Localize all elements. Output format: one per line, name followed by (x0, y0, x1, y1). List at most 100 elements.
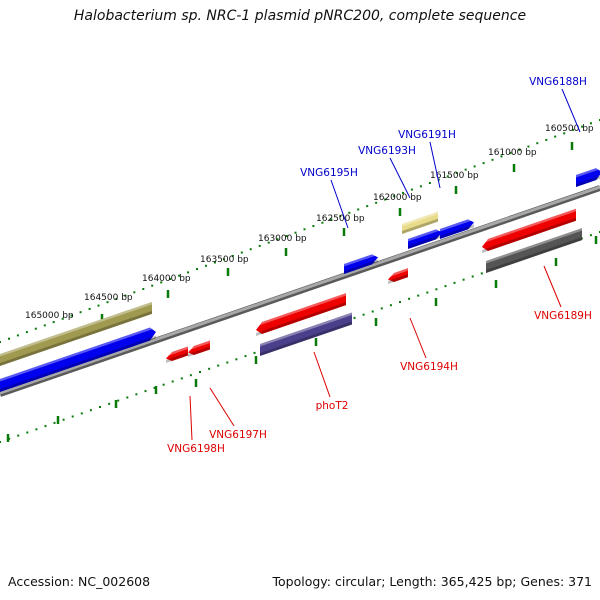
ruler-dot-inner (89, 409, 92, 412)
ruler-dot-outer (581, 125, 584, 128)
ruler-dot-outer (25, 331, 28, 334)
ruler-dot-inner (589, 234, 592, 237)
ruler-dot-outer (115, 297, 118, 300)
ruler-dot-outer (61, 317, 64, 320)
ruler-dot-outer (572, 128, 575, 131)
ruler-dot-outer (8, 337, 10, 340)
ruler-dot-inner (35, 428, 38, 431)
ruler-dot-inner (135, 393, 138, 396)
feature-VNG6193H (408, 227, 442, 249)
ruler-dot-inner (162, 383, 165, 386)
feature-VNG6198H (166, 346, 188, 363)
ruler-dot-outer (491, 158, 494, 161)
ruler-dot-inner (244, 355, 247, 358)
ruler-tick-label: 161000 bp (488, 148, 537, 158)
gene-label-VNG6194H: VNG6194H (400, 361, 458, 373)
ruler-dot-inner (71, 415, 74, 418)
ruler-dot-outer (151, 284, 154, 287)
feature-phoT2 (256, 293, 346, 336)
ruler-tick-label: 165000 bp (25, 311, 74, 321)
feature-VNG6188H (576, 166, 600, 187)
ruler-ticks (6, 142, 598, 442)
ruler-dot-inner (80, 412, 83, 415)
feature-olive (0, 301, 152, 366)
ruler-tick-label: 164000 bp (142, 274, 191, 284)
leader-phoT2 (313, 351, 331, 398)
ruler-dot-outer (527, 145, 530, 148)
ruler-dot-inner (62, 418, 65, 421)
ruler-dot-inner (99, 406, 101, 408)
ruler-tick-label: 162500 bp (316, 214, 365, 224)
ruler-dot-outer (402, 191, 404, 194)
ruler-dot-outer (133, 291, 136, 294)
ruler-dot-outer (124, 294, 127, 297)
feature-VNG6197H (188, 340, 210, 357)
ruler-dot-outer (97, 304, 100, 307)
feature-VNG6195H (344, 252, 378, 274)
ruler-dot-inner (0, 441, 1, 443)
ruler-dot-inner (362, 313, 365, 316)
ruler-dot-outer (160, 281, 163, 284)
gene-label-VNG6189H: VNG6189H (534, 310, 592, 322)
ruler-dot-outer (205, 264, 207, 267)
leader-VNG6189H (543, 265, 562, 308)
feature-gray (486, 228, 582, 273)
ruler-dot-inner (380, 307, 383, 310)
ruler-dot-outer (348, 211, 351, 214)
ruler-dot-inner (26, 431, 29, 434)
ruler-dot-outer (249, 248, 252, 251)
ruler-dot-outer (554, 135, 557, 138)
ruler-tick-label: 160500 bp (545, 124, 594, 134)
ruler-dot-inner (353, 316, 356, 319)
ruler-tick-label: 161500 bp (430, 171, 479, 181)
ruler-dot-outer (312, 225, 315, 227)
ruler-dot-inner (235, 358, 238, 361)
map-title: Halobacterium sp. NRC-1 plasmid pNRC200,… (73, 8, 527, 24)
sequence-backbone (0, 185, 600, 397)
ruler-dot-inner (17, 434, 20, 437)
ruler-dot-outer (563, 132, 566, 135)
ruler-dot-inner (153, 386, 156, 389)
gene-label-VNG6195H: VNG6195H (300, 167, 358, 179)
leader-VNG6197H (209, 387, 235, 427)
gene-labels: VNG6188HVNG6191HVNG6193HVNG6195HVNG6189H… (167, 76, 592, 455)
ruler-dot-inner (199, 371, 201, 373)
leader-VNG6193H (389, 157, 411, 199)
ruler-dot-inner (462, 278, 465, 281)
feature-forward-long (0, 325, 156, 392)
ruler-dot-outer (178, 274, 181, 277)
ruler-dot-outer (142, 288, 145, 290)
ruler-tick-label: 163000 bp (258, 234, 307, 244)
gene-label-phoT2: phoT2 (316, 400, 349, 412)
ruler-tick-label: 163500 bp (200, 255, 249, 265)
ruler-dot-inner (426, 291, 429, 294)
ruler-dot-outer (231, 254, 234, 257)
feature-purple (260, 312, 352, 356)
ruler-dot-outer (419, 185, 422, 188)
ruler-dot-outer (52, 321, 55, 324)
ruler-dot-inner (480, 272, 483, 275)
leader-VNG6194H (409, 317, 427, 359)
backbone-line (0, 185, 600, 395)
ruler-dot-outer (473, 165, 476, 168)
ruler-dot-outer (428, 182, 431, 184)
ruler-dot-outer (500, 155, 503, 158)
label-leaders (189, 88, 581, 441)
topology-text: Topology: circular; Length: 365,425 bp; … (272, 574, 593, 589)
ruler-dot-outer (169, 278, 172, 280)
gene-label-VNG6193H: VNG6193H (358, 145, 416, 157)
ruler-dot-outer (410, 188, 413, 191)
ruler-dot-outer (590, 122, 592, 125)
ruler-dot-outer (258, 244, 261, 247)
feature-VNG6191H (440, 217, 474, 239)
ruler-dot-outer (384, 198, 387, 201)
leader-VNG6191H (429, 141, 441, 189)
ruler-dot-outer (106, 301, 109, 304)
ruler-dot-inner (53, 421, 56, 424)
gene-label-VNG6198H: VNG6198H (167, 443, 225, 455)
ruler-dot-outer (518, 148, 521, 151)
ruler-tick-label: 162000 bp (373, 193, 422, 203)
ruler-dot-outer (34, 327, 37, 330)
